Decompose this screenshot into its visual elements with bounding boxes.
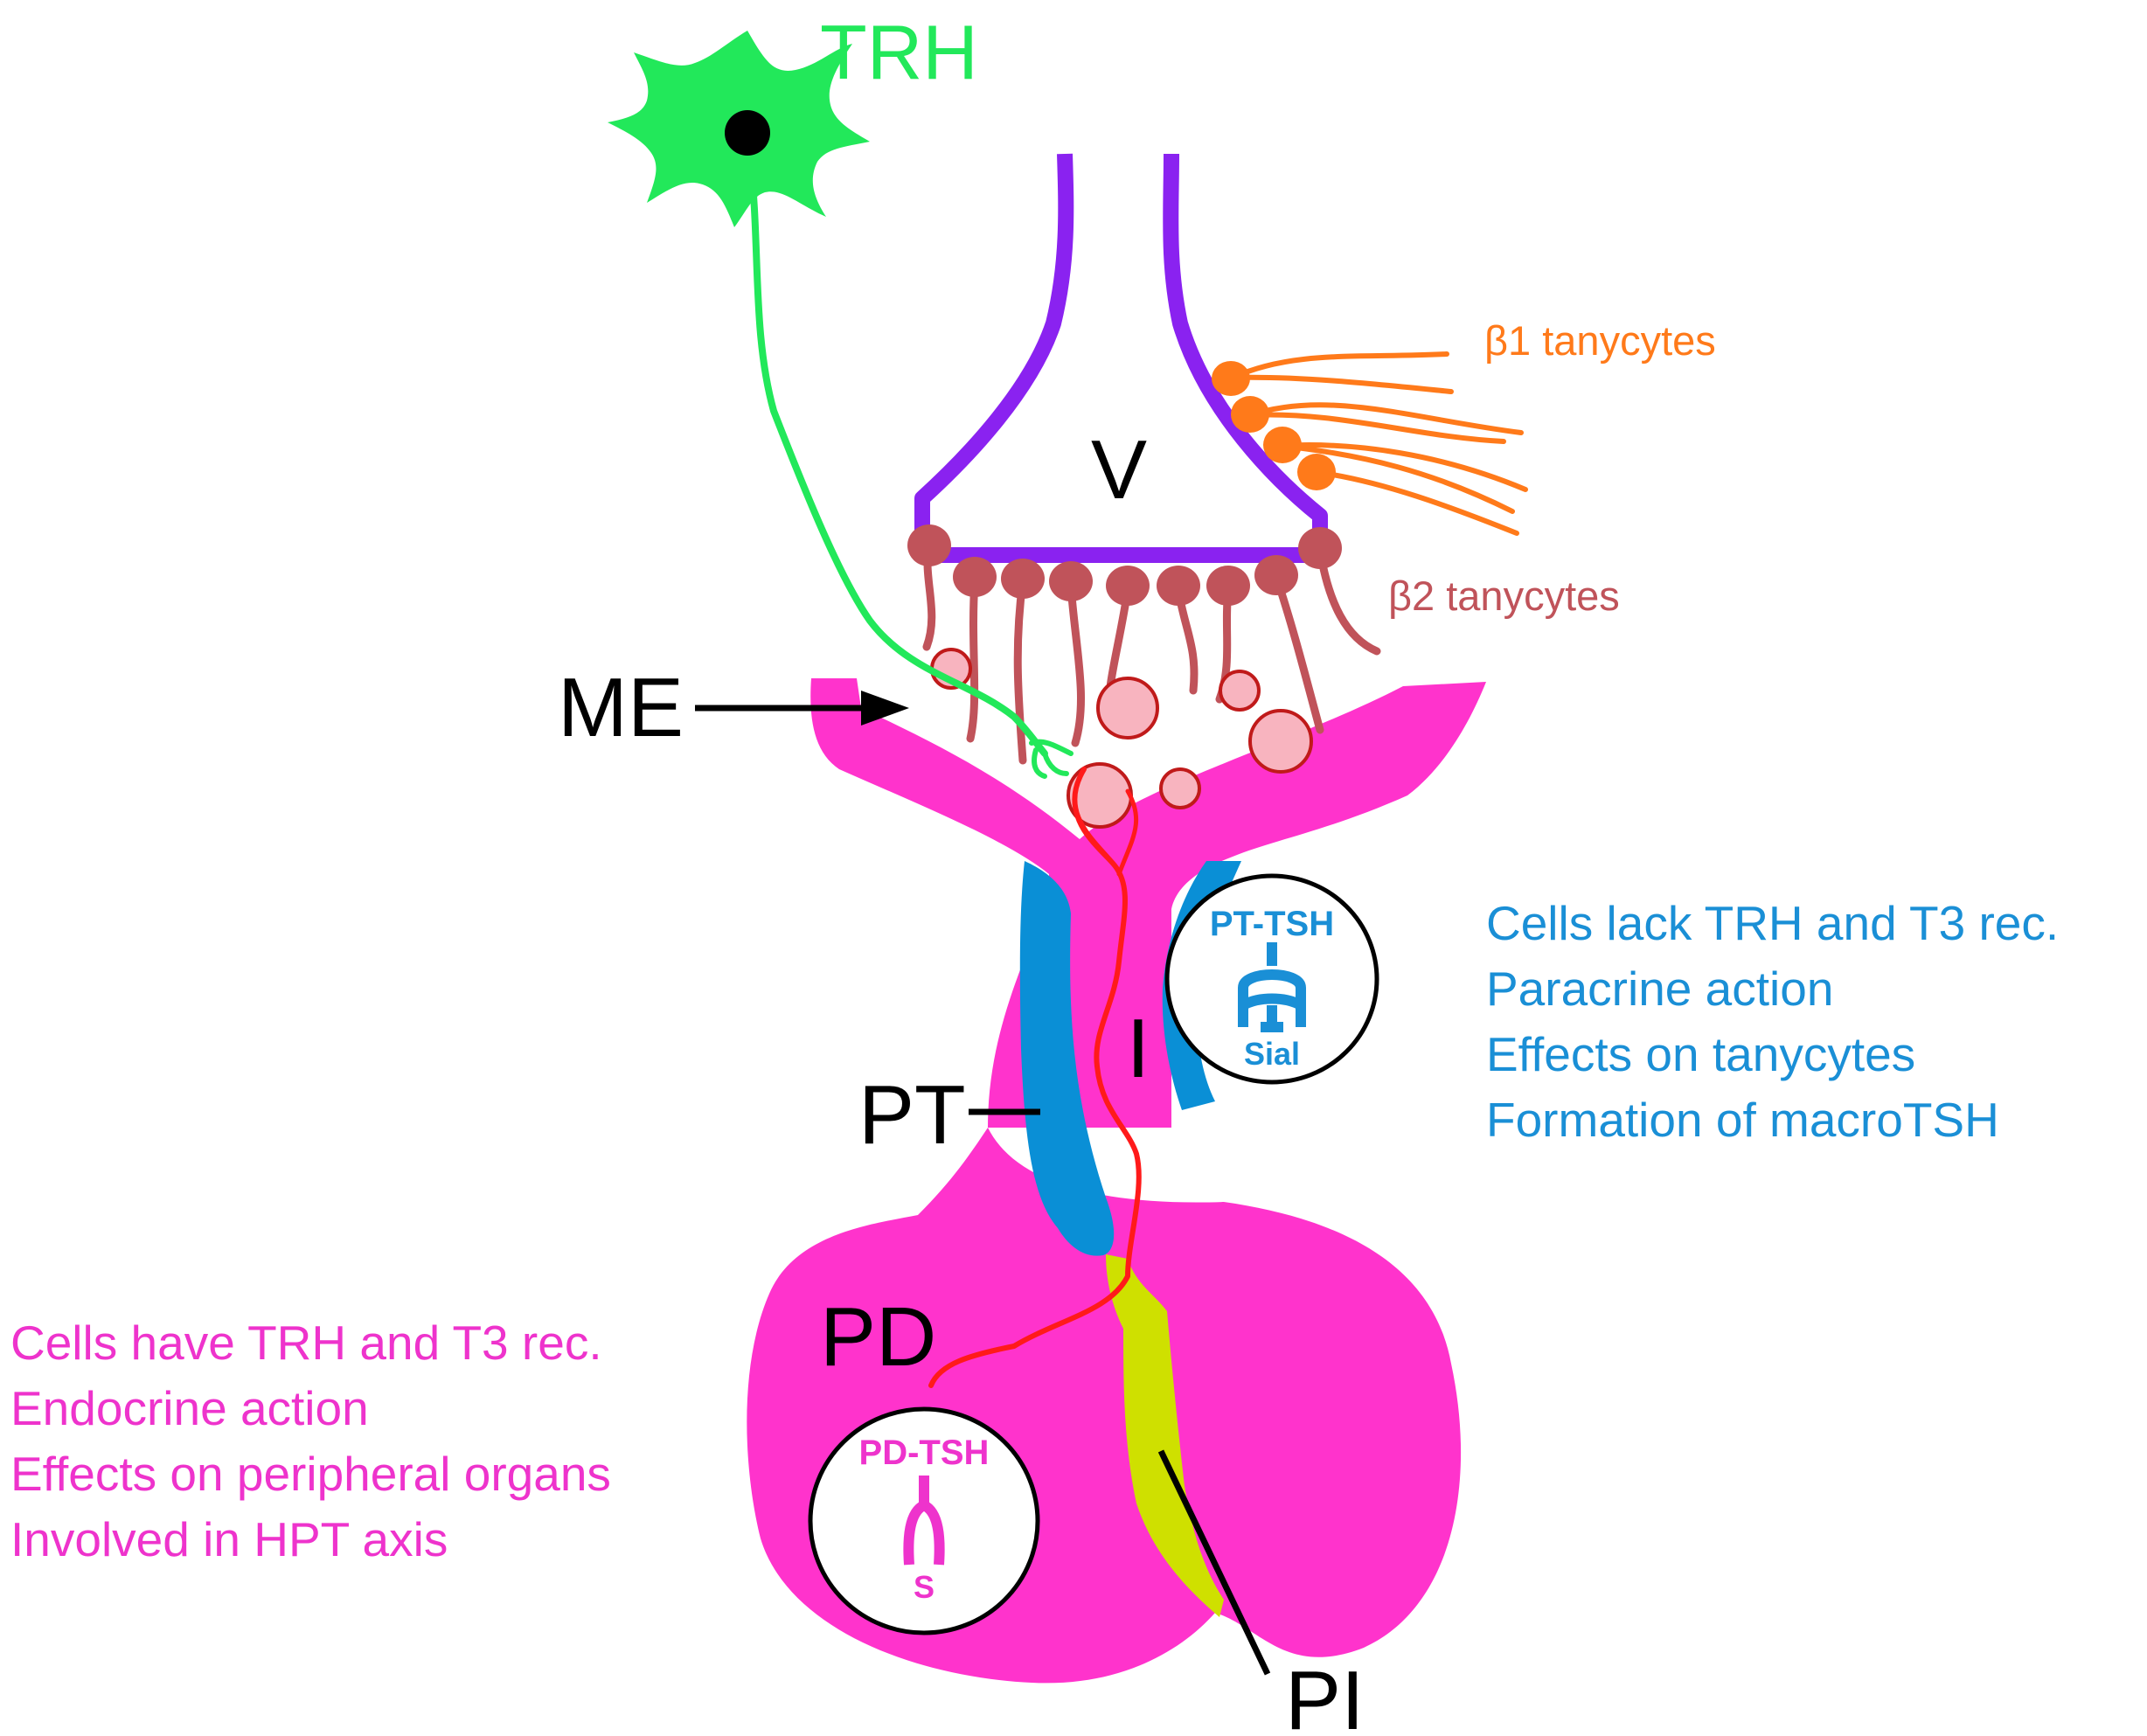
pt-tsh-circle: PT-TSH Sial [1164,873,1379,1085]
ventricle-label: V [1091,423,1147,517]
pd-label: PD [820,1290,936,1384]
portal-capillary [928,767,1142,1388]
intermediate-label: I [1127,1002,1150,1095]
portal-capillary-branch [1072,788,1139,877]
trh-neuron-nucleus [725,110,770,156]
pi-label: PI [1285,1654,1365,1736]
pt-tsh-title: PT-TSH [1210,905,1334,943]
me-arrow-head [861,691,909,726]
me-label: ME [558,661,684,754]
pd-tsh-subtitle: S [914,1569,935,1605]
beta2-tanycyte-bodies [907,524,1342,606]
pd-note-1: Cells have TRH and T3 rec. [10,1316,602,1370]
beta1-tanycytes [1230,351,1528,536]
trh-label: TRH [820,9,978,95]
trh-neuron-terminal [1029,739,1074,779]
sialylated-glycan-icon [1238,942,1306,1032]
pars-intermedia-shape [1106,1254,1224,1617]
pt-note-2: Paracrine action [1486,962,1833,1016]
trh-neuron-axon [747,154,1048,757]
beta1-tanycytes-label: β1 tanycytes [1484,317,1716,364]
pt-tsh-notes: Cells lack TRH and T3 rec. Paracrine act… [1486,896,2059,1147]
pt-note-4: Formation of macroTSH [1486,1093,1999,1147]
pd-tsh-title: PD-TSH [859,1434,990,1472]
infundibulum-shape [810,678,1486,1128]
pt-tsh-subtitle: Sial [1244,1036,1300,1072]
pt-note-3: Effects on tanycytes [1486,1027,1915,1081]
beta1-tanycyte-bodies [1212,361,1336,490]
pd-note-4: Involved in HPT axis [10,1512,448,1566]
trh-neuron [608,31,1074,779]
pars-tuberalis-left [1019,861,1115,1256]
pt-label: PT [858,1068,966,1162]
beta2-tanycytes-label: β2 tanycytes [1388,573,1620,619]
pd-note-3: Effects on peripheral organs [10,1447,611,1501]
pd-tsh-circle: PD-TSH S [808,1406,1040,1635]
pt-note-1: Cells lack TRH and T3 rec. [1486,896,2059,950]
simple-glycan-icon [903,1476,945,1566]
pd-note-2: Endocrine action [10,1381,369,1435]
pi-leader-line [1157,1449,1271,1676]
ventricle-wall [914,153,1328,563]
pd-tsh-notes: Cells have TRH and T3 rec. Endocrine act… [10,1316,611,1566]
